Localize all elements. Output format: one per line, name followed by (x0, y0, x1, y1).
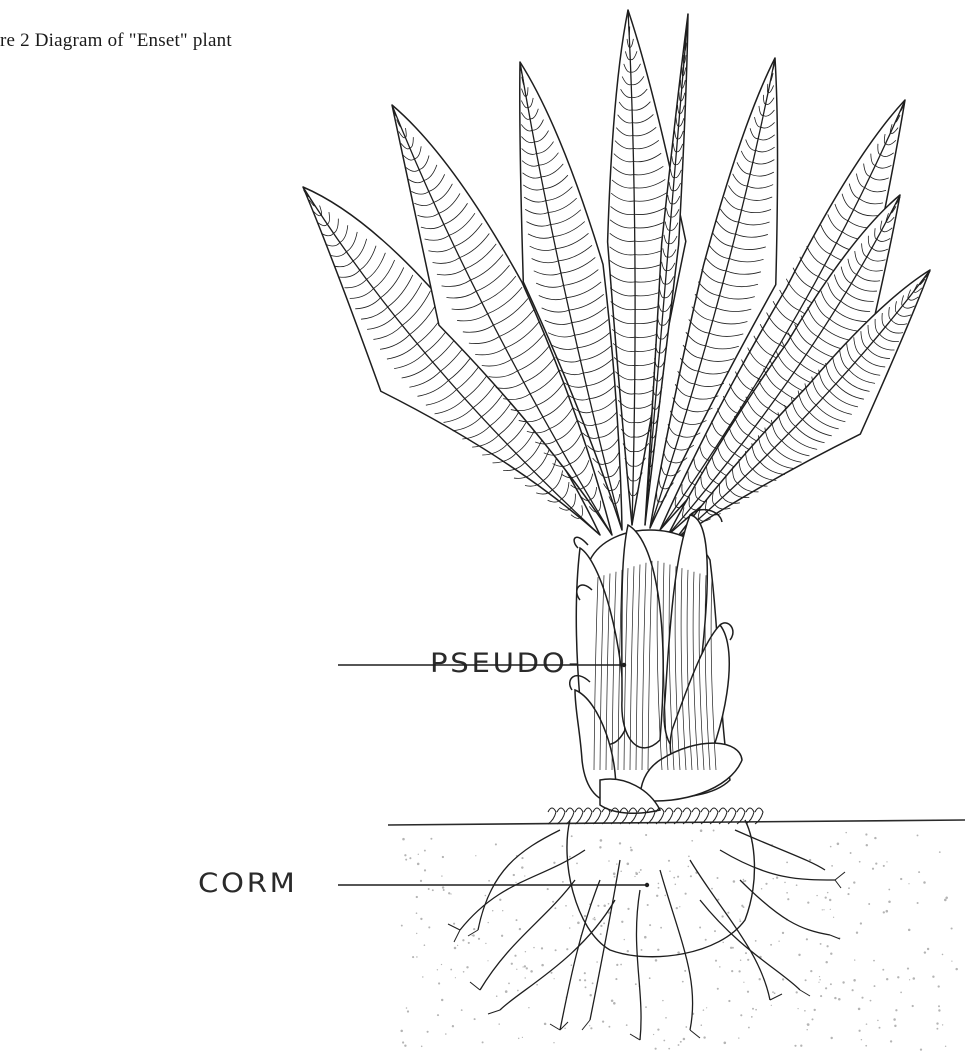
root-hair (800, 990, 810, 996)
root-hair (470, 982, 480, 990)
sheath-tip (574, 537, 588, 548)
root-hair (454, 930, 460, 942)
root-hair (770, 994, 782, 1000)
soil-stipple (400, 829, 957, 1050)
root (690, 860, 770, 1000)
root-hair (448, 924, 460, 930)
root (720, 850, 835, 880)
root-hair (830, 935, 840, 939)
root-hair (630, 1034, 640, 1040)
root-hair (582, 1020, 590, 1030)
root-hair (690, 1030, 700, 1038)
leaves (303, 10, 930, 540)
root-hair (835, 872, 845, 880)
root (500, 900, 615, 1010)
root-hair (488, 1010, 500, 1014)
root (735, 830, 825, 870)
roots (448, 830, 845, 1040)
pseudo-stem-leader-dot (622, 663, 626, 667)
root (660, 870, 693, 1030)
pseudo-stem (570, 510, 742, 814)
root (636, 890, 641, 1040)
corm-leader-dot (645, 883, 649, 887)
root-hair (550, 1024, 560, 1030)
corm-outline (567, 820, 755, 957)
root (478, 830, 560, 930)
root-hair (835, 880, 841, 888)
root (590, 860, 620, 1020)
root (560, 880, 600, 1030)
corm (548, 808, 763, 957)
root (700, 900, 800, 990)
root (480, 880, 575, 990)
